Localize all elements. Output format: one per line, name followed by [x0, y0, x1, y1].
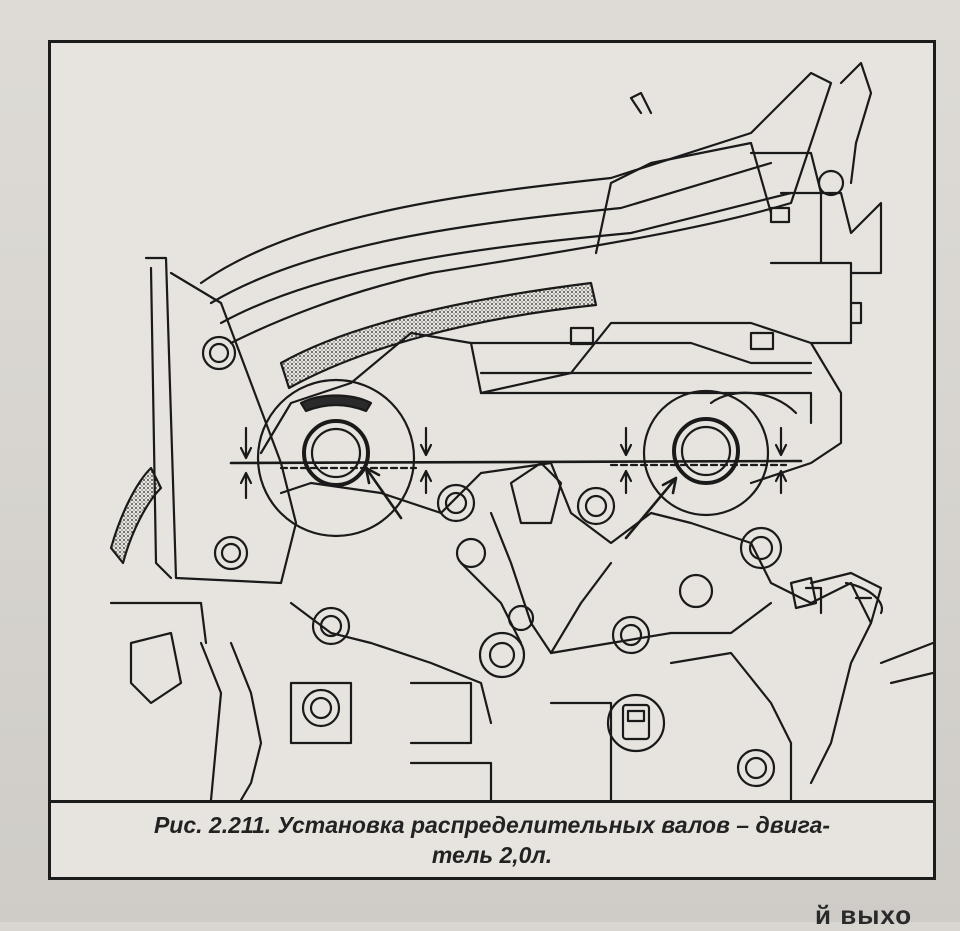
- intake-manifold: [201, 73, 831, 343]
- cylinder-head: [261, 323, 841, 483]
- sensor: [608, 695, 664, 751]
- caption-line-2: тель 2,0л.: [431, 842, 553, 868]
- caption-line-1: Рис. 2.211. Установка распределительных …: [153, 812, 831, 838]
- bolt: [203, 337, 235, 369]
- reference-line: [231, 461, 801, 463]
- bolt: [438, 485, 474, 521]
- bolt: [738, 750, 774, 786]
- figure-caption: Рис. 2.211. Установка распределительных …: [51, 800, 933, 877]
- left-bracket: [146, 258, 296, 583]
- figure-frame: Рис. 2.211. Установка распределительных …: [48, 40, 936, 880]
- camshaft-right: [674, 419, 738, 483]
- engine-drawing: [51, 43, 933, 800]
- cam-pulley-left: [258, 380, 414, 536]
- timing-cover: [281, 463, 871, 783]
- next-page-text-fragment: й выхо: [815, 900, 913, 930]
- cam-pulley-right: [644, 391, 768, 515]
- bolt: [313, 608, 349, 644]
- bolt: [578, 488, 614, 524]
- bolt: [480, 633, 524, 677]
- camshaft-left: [304, 421, 368, 485]
- hose: [281, 283, 596, 388]
- bolt: [741, 528, 781, 568]
- bolt: [303, 690, 339, 726]
- bolt: [215, 537, 247, 569]
- bolt: [613, 617, 649, 653]
